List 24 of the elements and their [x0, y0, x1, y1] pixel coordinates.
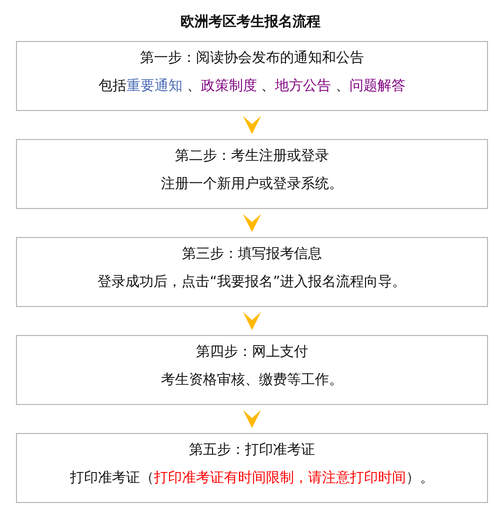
chevron-arrow [243, 116, 261, 134]
step-title: 第四步：网上支付 [196, 343, 308, 361]
step-description: 注册一个新用户或登录系统。 [161, 175, 343, 193]
diagram-title: 欧洲考区考生报名流程 [180, 13, 320, 31]
link: 重要通知 [126, 78, 182, 94]
step-title: 第一步：阅读协会发布的通知和公告 [140, 49, 364, 67]
chevron-arrow [243, 312, 261, 330]
link: 政策制度 [200, 78, 257, 94]
step-title: 第三步：填写报考信息 [182, 245, 322, 263]
link: 问题解答 [350, 78, 406, 94]
step-title: 第五步：打印准考证 [189, 441, 315, 459]
step-description: 登录成功后，点击“我要报名”进入报名流程向导。 [98, 273, 406, 291]
step-box [16, 237, 488, 307]
chevron-arrow [243, 410, 261, 428]
step-box [16, 41, 488, 111]
step-box [16, 335, 488, 405]
chevron-arrow [243, 214, 261, 232]
link: 地方公告 [275, 78, 332, 94]
step-description: 打印准考证（打印准考证有时间限制，请注意打印时间）。 [70, 469, 434, 487]
step-description: 考生资格审核、缴费等工作。 [161, 371, 343, 389]
step-description: 包括重要通知 、政策制度 、地方公告 、问题解答 [98, 77, 406, 95]
step-title: 第二步：考生注册或登录 [175, 147, 329, 165]
step-box [16, 433, 488, 503]
step-box [16, 139, 488, 209]
